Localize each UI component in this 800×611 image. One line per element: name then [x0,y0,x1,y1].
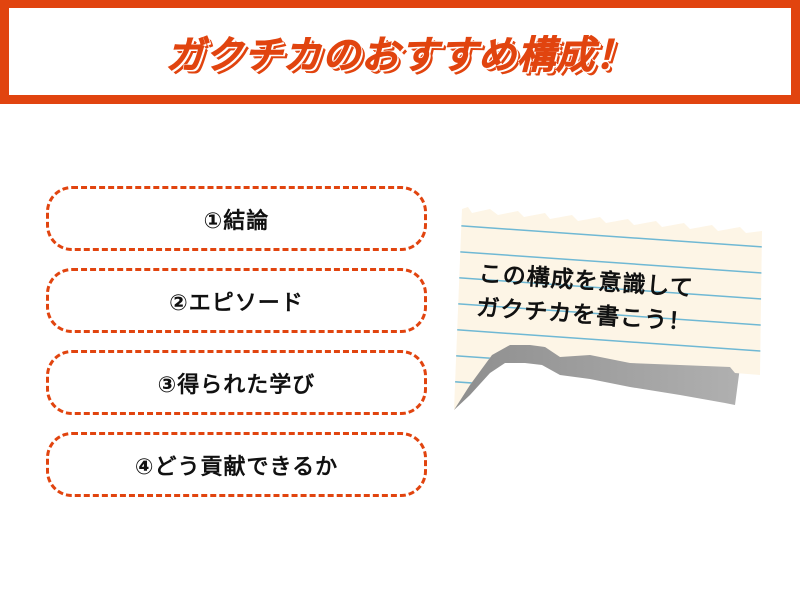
header-banner: ガクチカのおすすめ構成！ [0,0,800,104]
step-label: ②エピソード [169,290,304,316]
step-label: ③得られた学び [157,372,316,398]
step-learning: ③得られた学び [46,350,427,415]
page-title: ガクチカのおすすめ構成！ [165,33,634,78]
step-list: ①結論 ②エピソード ③得られた学び ④どう貢献できるか [46,186,427,514]
step-contribution: ④どう貢献できるか [46,432,427,497]
step-conclusion: ①結論 [46,186,427,251]
header-inner: ガクチカのおすすめ構成！ [9,8,791,95]
step-episode: ②エピソード [46,268,427,333]
step-label: ①結論 [203,208,270,234]
step-label: ④どう貢献できるか [134,454,339,480]
torn-paper-icon [454,207,762,410]
memo-note: この構成を意識して ガクチカを書こう！ [450,195,780,425]
